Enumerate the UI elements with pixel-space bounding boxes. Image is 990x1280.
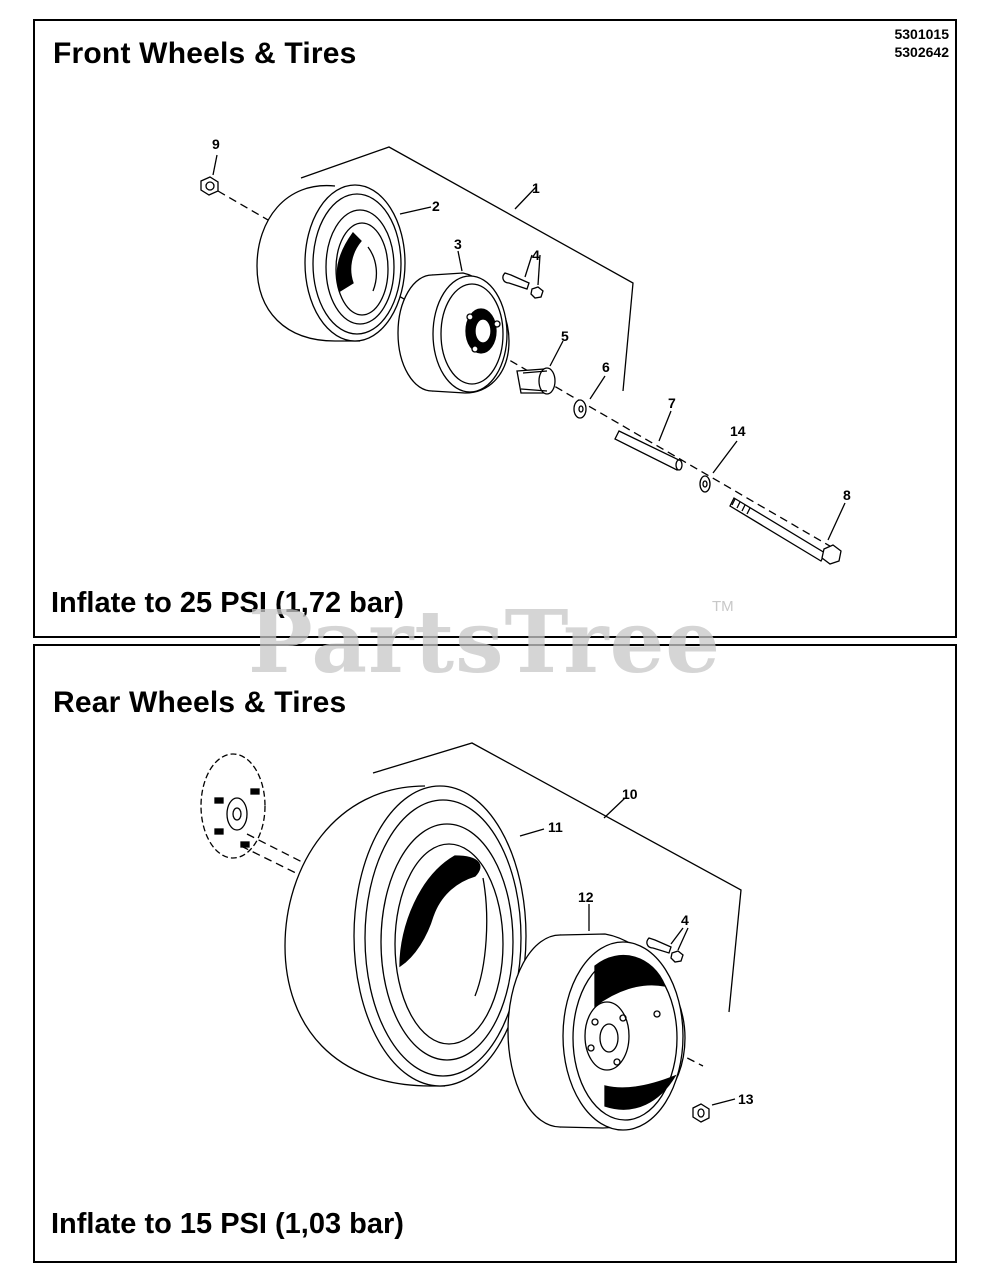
callout-6: 6 bbox=[602, 359, 610, 375]
front-wheel-exploded-diagram: 1 2 3 4 5 6 7 8 9 14 bbox=[200, 136, 851, 565]
part-number-1: 5301015 bbox=[894, 26, 949, 42]
bolt-8 bbox=[729, 497, 842, 565]
part-numbers: 5301015 5302642 bbox=[894, 25, 949, 61]
washer-6 bbox=[573, 399, 587, 419]
callout-5: 5 bbox=[561, 328, 569, 344]
rear-inflate-note: Inflate to 15 PSI (1,03 bar) bbox=[51, 1208, 404, 1240]
rear-tire-11 bbox=[284, 785, 527, 1087]
callout-4-front: 4 bbox=[532, 247, 540, 263]
callout-10: 10 bbox=[622, 786, 638, 802]
callout-4-rear: 4 bbox=[681, 912, 689, 928]
valve-stem-4-rear bbox=[646, 937, 684, 963]
lug-nut-13 bbox=[692, 1103, 710, 1123]
rear-wheel-exploded-diagram: 10 11 12 4 13 bbox=[200, 742, 754, 1131]
wheel-hub bbox=[200, 753, 266, 859]
front-panel-title: Front Wheels & Tires bbox=[53, 37, 357, 70]
watermark-trademark: TM bbox=[712, 598, 734, 615]
front-inflate-note: Inflate to 25 PSI (1,72 bar) bbox=[51, 587, 404, 619]
callout-3: 3 bbox=[454, 236, 462, 252]
front-tire-2 bbox=[256, 184, 406, 342]
bearing-5 bbox=[516, 367, 556, 395]
valve-stem-4 bbox=[502, 272, 544, 299]
callout-1: 1 bbox=[532, 180, 540, 196]
assembly-bracket-1 bbox=[300, 146, 634, 392]
callout-13: 13 bbox=[738, 1091, 754, 1107]
callout-8: 8 bbox=[843, 487, 851, 503]
rear-panel-title: Rear Wheels & Tires bbox=[53, 686, 347, 719]
callout-14: 14 bbox=[730, 423, 746, 439]
part-number-2: 5302642 bbox=[894, 44, 949, 60]
spacer-7 bbox=[614, 430, 683, 471]
hex-nut-9 bbox=[200, 176, 219, 196]
callout-11: 11 bbox=[548, 819, 563, 835]
callout-7: 7 bbox=[668, 395, 676, 411]
front-rim-3 bbox=[397, 272, 510, 394]
rear-rim-12 bbox=[507, 933, 686, 1131]
rear-wheels-panel: Rear Wheels & Tires bbox=[33, 644, 957, 1263]
front-wheels-panel: Front Wheels & Tires 5301015 5302642 bbox=[33, 19, 957, 638]
callout-9: 9 bbox=[212, 136, 220, 152]
callout-2: 2 bbox=[432, 198, 440, 214]
callout-12: 12 bbox=[578, 889, 594, 905]
washer-14 bbox=[699, 475, 711, 493]
